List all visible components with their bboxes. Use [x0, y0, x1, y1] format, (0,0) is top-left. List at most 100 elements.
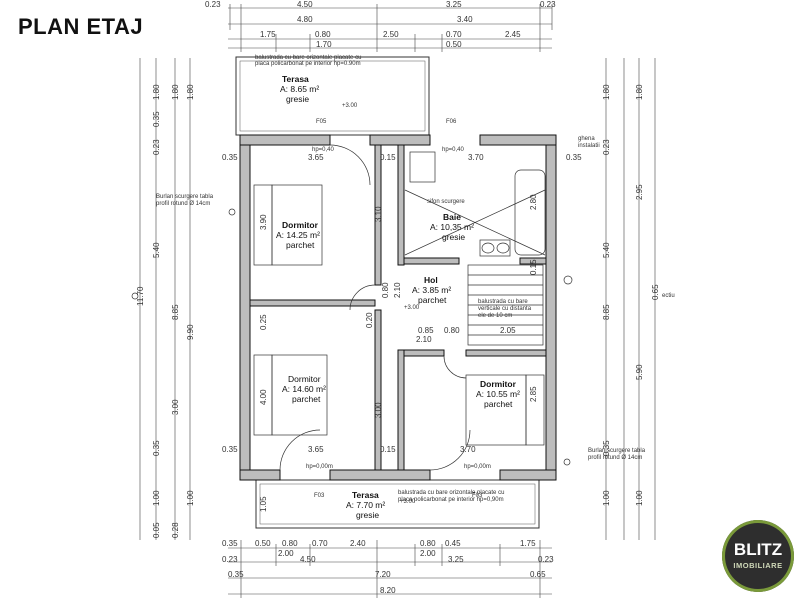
exterior-walls	[239, 134, 557, 481]
furniture	[131, 144, 573, 471]
window-tag-3: F03	[314, 493, 325, 499]
note-balustrada-hol-2: verticale cu distanta	[478, 306, 532, 312]
dim-left-1c: 0.23	[152, 139, 161, 155]
note-burlan-left-2: profil rotund Ø 14cm	[156, 201, 210, 207]
dim-in-400: 4.00	[259, 389, 268, 405]
dim-in-210a: 2.10	[393, 282, 402, 298]
room-area: A: 10.55 m²	[476, 389, 520, 399]
axis-label: ectiu	[662, 293, 675, 299]
note-balustrada-hol-3: ele de 10 cm	[478, 313, 512, 319]
dim-top-2a: 4.80	[297, 15, 313, 24]
dim-left-1d: 5.40	[152, 242, 161, 258]
dim-bot-1d: 0.70	[312, 539, 328, 548]
dim-in-035a: 0.35	[222, 153, 238, 162]
dim-left-2c: 0.28	[171, 522, 180, 538]
dim-bot-3c: 3.25	[448, 555, 464, 564]
note-ghena: ghena	[578, 136, 595, 142]
room-terasa-top: Terasa A: 8.65 m² gresie	[280, 74, 319, 104]
dim-top-3b: 0.80	[315, 30, 331, 39]
dim-bot-5a: 8.20	[380, 586, 396, 595]
room-area: A: 14.25 m²	[276, 230, 320, 240]
dim-in-280: 2.80	[529, 194, 538, 210]
dim-left-2b: 8.85	[171, 304, 180, 320]
room-finish: parchet	[484, 399, 513, 409]
note-burlan-right-2: profil rotund Ø 14cm	[588, 455, 642, 461]
room-finish: gresie	[442, 232, 465, 242]
dim-left-2a: 1.80	[171, 84, 180, 100]
dim-top-1d: 0.23	[540, 0, 556, 9]
room-finish: parchet	[418, 295, 447, 305]
dim-in-105: 1.05	[259, 496, 268, 512]
hp-mark-4: hp=0,00m	[464, 464, 491, 470]
dim-top-1a: 0.23	[205, 0, 221, 9]
room-name: Terasa	[282, 74, 309, 84]
dim-left-1a: 1.80	[152, 84, 161, 100]
dim-in-300: 3.00	[374, 402, 383, 418]
dim-in-015a: 0.15	[380, 153, 396, 162]
inner-dimensions: 0.35 3.65 0.15 3.70 0.35 3.90 3.10 2.80 …	[222, 153, 582, 512]
room-finish: gresie	[356, 510, 379, 520]
dim-bot-4b: 7.20	[375, 570, 391, 579]
right-dimensions: 1.80 0.23 5.40 8.85 0.35 1.00 1.80 2.95 …	[602, 58, 675, 540]
dim-top-3a: 1.75	[260, 30, 276, 39]
interior-walls	[249, 144, 547, 471]
hp-mark-3: hp=0,00m	[306, 464, 333, 470]
room-name: Dormitor	[288, 374, 321, 384]
room-name: Dormitor	[480, 379, 517, 389]
dim-bot-3a: 0.23	[222, 555, 238, 564]
dim-in-365a: 3.65	[308, 153, 324, 162]
dim-in-015b: 0.15	[380, 445, 396, 454]
dim-left-3a: 1.80	[186, 84, 195, 100]
dim-bot-4a: 0.35	[228, 570, 244, 579]
dim-left-3c: 1.00	[186, 490, 195, 506]
room-area: A: 8.65 m²	[280, 84, 319, 94]
dim-right-1b: 0.23	[602, 139, 611, 155]
dim-in-080b: 0.80	[381, 282, 390, 298]
window-tag-4: F03	[472, 493, 483, 499]
note-balustrada-top: balustrada cu bare orizontale placate cu	[255, 55, 361, 61]
dim-in-080: 0.80	[444, 326, 460, 335]
room-dormitor-1: Dormitor A: 14.25 m² parchet	[276, 220, 320, 250]
dim-right-1a: 1.80	[602, 84, 611, 100]
dim-right-2a: 1.80	[635, 84, 644, 100]
dim-left-4a: 11.70	[136, 286, 145, 306]
note-ghena-2: instalatii	[578, 143, 600, 149]
bottom-dimensions: 0.35 0.50 0.80 0.70 2.40 0.80 0.45 1.75 …	[222, 539, 554, 598]
dim-in-390: 3.90	[259, 214, 268, 230]
dim-bot-3d: 0.23	[538, 555, 554, 564]
dim-top-4a: 1.70	[316, 40, 332, 49]
dim-bot-2b: 2.00	[420, 549, 436, 558]
dim-bot-1c: 0.80	[282, 539, 298, 548]
dim-right-1f: 1.00	[602, 490, 611, 506]
room-name: Dormitor	[282, 220, 319, 230]
page-title: PLAN ETAJ	[18, 14, 144, 39]
room-area: A: 14.60 m²	[282, 384, 326, 394]
dim-right-1e: 0.35	[602, 440, 611, 456]
logo-main-text: BLITZ	[733, 540, 783, 559]
dim-in-205: 2.05	[500, 326, 516, 335]
top-dimensions: 0.23 4.50 3.25 0.23 4.80 3.40 1.75 0.80 …	[205, 0, 556, 52]
dim-in-085: 0.85	[418, 326, 434, 335]
annotations: balustrada cu bare orizontale placate cu…	[156, 55, 646, 505]
dim-bot-2a: 2.00	[278, 549, 294, 558]
dim-bot-1g: 0.45	[445, 539, 461, 548]
dim-right-2d: 1.00	[635, 490, 644, 506]
dim-top-4b: 0.50	[446, 40, 462, 49]
note-sifon: sifon scurgere	[427, 199, 465, 205]
dim-in-210b: 2.10	[416, 335, 432, 344]
dim-in-370a: 3.70	[468, 153, 484, 162]
room-name: Baie	[443, 212, 461, 222]
dim-in-025: 0.25	[259, 314, 268, 330]
dim-bot-1e: 2.40	[350, 539, 366, 548]
room-name: Hol	[424, 275, 438, 285]
room-area: A: 7.70 m²	[346, 500, 385, 510]
dim-top-2b: 3.40	[457, 15, 473, 24]
dim-top-1b: 4.50	[297, 0, 313, 9]
dim-left-3b: 9.90	[186, 324, 195, 340]
dim-right-1c: 5.40	[602, 242, 611, 258]
room-finish: gresie	[286, 94, 309, 104]
room-hol: Hol A: 3.85 m² parchet	[412, 275, 451, 305]
hp-mark-2: hp=0,40	[442, 147, 465, 153]
room-finish: parchet	[292, 394, 321, 404]
